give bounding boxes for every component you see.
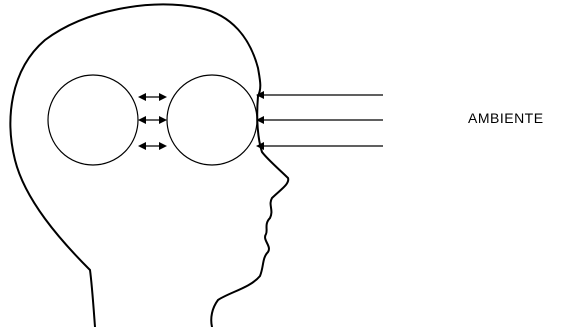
head-outline — [10, 5, 288, 327]
right-circle — [167, 75, 257, 165]
environment-label: AMBIENTE — [468, 110, 544, 126]
left-circle — [48, 75, 138, 165]
